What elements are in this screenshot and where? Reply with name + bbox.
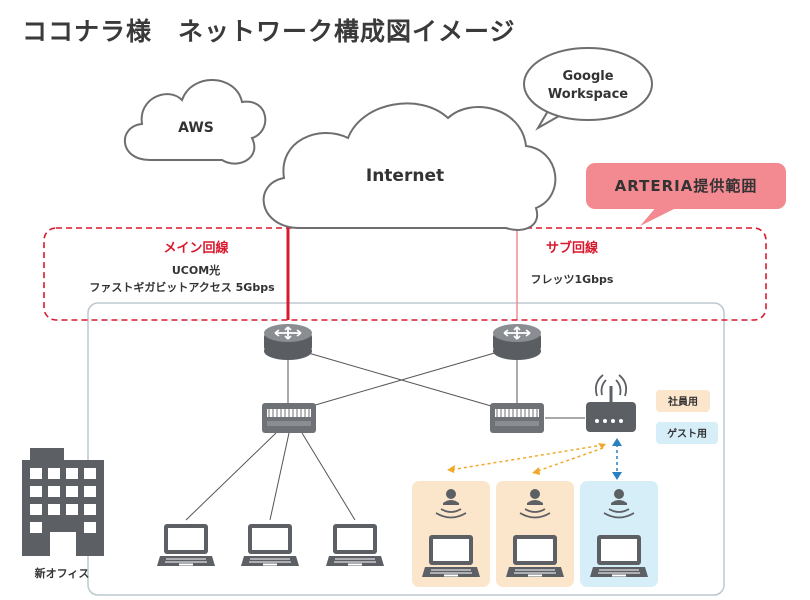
guest-badge: ゲスト用 [656, 422, 718, 444]
main-line-spec-1: UCOM光 [172, 263, 220, 277]
office-label: 新オフィス [35, 566, 90, 580]
wired-laptop-1-icon [156, 523, 216, 567]
main-line-spec-2: ファストギガビットアクセス 5Gbps [89, 280, 275, 294]
staff-badge-label: 社員用 [667, 395, 698, 408]
guest-wireless-user [580, 481, 658, 587]
internet-label: Internet [366, 166, 444, 186]
wireless-laptop-icon [589, 534, 649, 578]
network-cabling [185, 351, 585, 521]
sub-router-icon [492, 323, 542, 361]
office-building-icon [22, 448, 104, 556]
wired-laptop-2-icon [240, 523, 300, 567]
aws-label: AWS [178, 120, 214, 136]
main-switch-icon [261, 402, 317, 434]
wifi-staff-connections [447, 443, 606, 475]
staff-badge: 社員用 [656, 390, 710, 412]
sub-switch-icon [489, 402, 545, 434]
aws-cloud: AWS [124, 79, 267, 165]
callout-text: ARTERIA提供範囲 [615, 177, 758, 195]
internet-cloud: Internet [262, 102, 557, 231]
staff-wireless-user-1 [412, 481, 490, 587]
arteria-callout: ARTERIA提供範囲 [586, 163, 786, 226]
google-label-1: Google [562, 69, 613, 84]
guest-badge-label: ゲスト用 [667, 427, 707, 440]
staff-wireless-user-2 [496, 481, 574, 587]
wired-laptop-3-icon [325, 523, 385, 567]
sub-line-title: サブ回線 [546, 240, 599, 256]
google-label-2: Workspace [548, 87, 628, 102]
wifi-guest-connection [612, 438, 622, 480]
main-line-title: メイン回線 [163, 240, 229, 256]
main-router-icon [263, 323, 313, 361]
arteria-scope-box [43, 227, 767, 321]
wireless-laptop-icon [421, 534, 481, 578]
wifi-access-point-icon [586, 374, 636, 432]
sub-line-spec-1: フレッツ1Gbps [531, 273, 614, 286]
google-workspace-cloud: Google Workspace [523, 47, 653, 131]
wireless-laptop-icon [505, 534, 565, 578]
page-title: ココナラ様 ネットワーク構成図イメージ [22, 17, 516, 46]
